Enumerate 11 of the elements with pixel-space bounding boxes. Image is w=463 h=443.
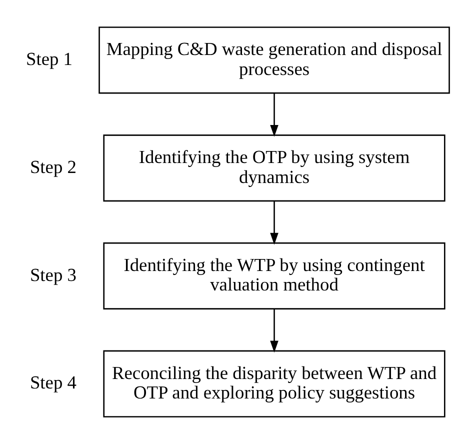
node-box: Identifying the WTP by using contingent valuation method [103, 242, 446, 309]
arrow [270, 308, 278, 352]
node-box: Reconciling the disparity between WTP and OTP and exploring policy suggestions [103, 350, 446, 417]
node-label: Step 4 [30, 372, 76, 392]
node-label: Step 1 [26, 48, 73, 69]
arrow [270, 200, 278, 244]
node-label: Step 3 [30, 264, 76, 284]
node-box: Identifying the OTP by using system dynamics [103, 134, 446, 202]
arrow [270, 92, 278, 136]
node-box: Mapping C&D waste generation and disposal processes [98, 26, 450, 94]
node-label: Step 2 [30, 156, 76, 176]
